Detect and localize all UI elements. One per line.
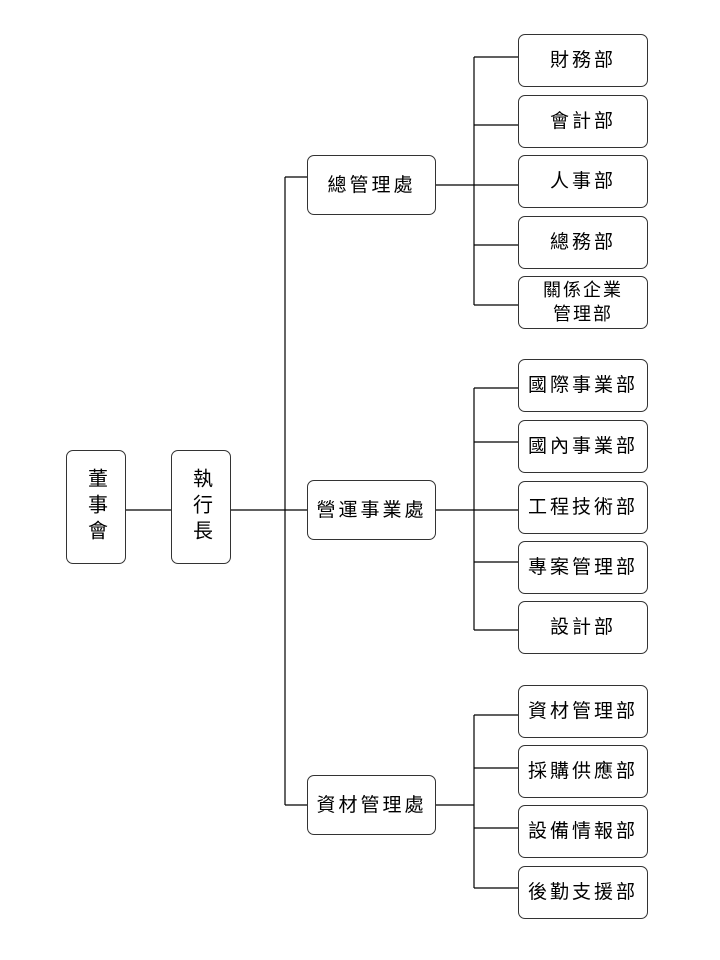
department-box: 資材管理部	[518, 685, 648, 738]
division-label: 資材管理處	[316, 793, 427, 816]
board-label: 董事會	[84, 468, 109, 546]
ceo-label: 執行長	[189, 468, 214, 546]
department-label: 關係企業 管理部	[543, 280, 623, 325]
department-label: 財務部	[549, 49, 616, 71]
department-box: 專案管理部	[518, 541, 648, 594]
board-box: 董事會	[66, 450, 126, 564]
division-label: 營運事業處	[316, 498, 427, 521]
department-label: 會計部	[549, 110, 616, 132]
department-box: 總務部	[518, 216, 648, 269]
department-label: 總務部	[549, 231, 616, 253]
department-label: 國內事業部	[527, 435, 638, 457]
department-label: 國際事業部	[527, 374, 638, 396]
department-box: 國際事業部	[518, 359, 648, 412]
department-box: 國內事業部	[518, 420, 648, 473]
department-box: 會計部	[518, 95, 648, 148]
department-label: 設備情報部	[527, 820, 638, 842]
department-box: 關係企業 管理部	[518, 276, 648, 329]
department-label: 工程技術部	[527, 496, 638, 518]
department-box: 財務部	[518, 34, 648, 87]
department-box: 採購供應部	[518, 745, 648, 798]
department-box: 後勤支援部	[518, 866, 648, 919]
ceo-box: 執行長	[171, 450, 231, 564]
department-label: 人事部	[549, 170, 616, 192]
division-label: 總管理處	[327, 173, 416, 196]
department-label: 設計部	[549, 616, 616, 638]
department-label: 採購供應部	[527, 760, 638, 782]
division-box: 營運事業處	[307, 480, 436, 540]
department-box: 設計部	[518, 601, 648, 654]
department-label: 資材管理部	[527, 700, 638, 722]
department-label: 後勤支援部	[527, 881, 638, 903]
department-box: 設備情報部	[518, 805, 648, 858]
department-box: 人事部	[518, 155, 648, 208]
division-box: 總管理處	[307, 155, 436, 215]
department-box: 工程技術部	[518, 481, 648, 534]
division-box: 資材管理處	[307, 775, 436, 835]
department-label: 專案管理部	[527, 556, 638, 578]
